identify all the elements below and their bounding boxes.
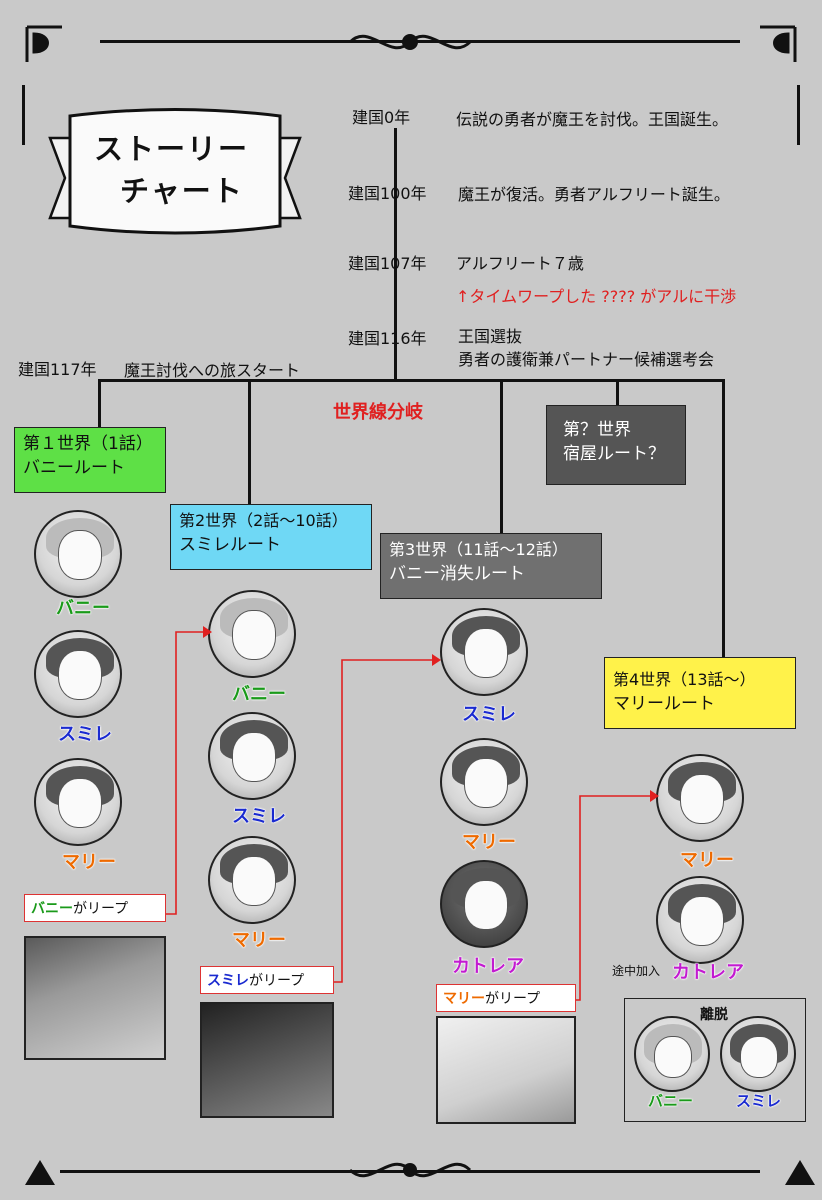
world-2-route: スミレルート	[179, 535, 281, 555]
label-bunny-w1: バニー	[56, 598, 111, 620]
branch-label: 世界線分岐	[333, 402, 423, 423]
drop-world1	[98, 379, 101, 427]
leap-label-bunny: バニーがリープ	[24, 894, 166, 922]
world-box-4: 第4世界（13話〜） マリールート	[604, 657, 796, 729]
leap-marie-name: マリー	[443, 991, 485, 1007]
world-unknown-title: 第？世界	[563, 420, 631, 440]
timeline-line	[394, 128, 397, 380]
label-sumire-w2: スミレ	[232, 806, 287, 828]
leap-sumire-name: スミレ	[207, 973, 249, 989]
world-3-route: バニー消失ルート	[389, 564, 525, 584]
leap-label-sumire: スミレがリープ	[200, 966, 334, 994]
timeline-event-3: 王国選抜	[458, 327, 523, 346]
timeline-event-1: 魔王が復活。勇者アルフリート誕生。	[458, 185, 730, 204]
portrait-bunny-w2	[208, 590, 296, 678]
world-4-route: マリールート	[613, 694, 715, 714]
timeline-event-3b: 勇者の護衛兼パートナー候補選考会	[458, 350, 715, 369]
drop-world2	[248, 379, 251, 504]
timeline-year-0: 建国0年	[352, 108, 411, 127]
page-title: ストーリー チャート	[80, 128, 270, 212]
start-event: 魔王討伐への旅スタート	[124, 361, 301, 380]
label-cattleya-w4: カトレア	[672, 962, 745, 984]
label-marie-w3: マリー	[462, 832, 517, 854]
portrait-marie-w2	[208, 836, 296, 924]
portrait-bunny-w1	[34, 510, 122, 598]
portrait-sumire-left	[720, 1016, 796, 1092]
leap-bunny-suffix: がリープ	[73, 901, 129, 917]
label-marie-w2: マリー	[232, 930, 287, 952]
portrait-cattleya-w4	[656, 876, 744, 964]
branch-line	[98, 379, 724, 382]
leap-sumire-suffix: がリープ	[249, 973, 305, 989]
leap-bunny-name: バニー	[31, 901, 73, 917]
corner-ornament-br-icon	[785, 1160, 815, 1185]
leap-panel-sumire	[200, 1002, 334, 1118]
departure-label: 離脱	[700, 1007, 728, 1023]
timeline-note: ↑タイムワープした ???? がアルに干渉	[456, 287, 737, 306]
portrait-sumire-w3	[440, 608, 528, 696]
world-3-title: 第3世界（11話〜12話）	[389, 540, 568, 559]
label-bunny-w2: バニー	[232, 684, 287, 706]
world-1-title: 第１世界（1話）	[23, 434, 153, 454]
world-4-title: 第4世界（13話〜）	[613, 670, 756, 689]
portrait-marie-w1	[34, 758, 122, 846]
timeline-year-2: 建国107年	[348, 254, 427, 273]
world-unknown-route: 宿屋ルート？	[563, 444, 665, 464]
portrait-marie-w4	[656, 754, 744, 842]
leap-panel-marie	[436, 1016, 576, 1124]
leap-panel-bunny	[24, 936, 166, 1060]
leap-arrow-2	[334, 659, 432, 983]
label-cattleya-w3: カトレア	[452, 956, 525, 978]
label-bunny-left: バニー	[648, 1092, 694, 1111]
world-1-route: バニールート	[23, 458, 125, 478]
timeline-year-3: 建国116年	[348, 329, 427, 348]
label-marie-w4: マリー	[680, 850, 735, 872]
world-box-1: 第１世界（1話） バニールート	[14, 427, 166, 493]
corner-ornament-tr-icon	[760, 25, 797, 62]
frame-top-line	[100, 40, 740, 43]
timeline-event-2: アルフリート７歳	[456, 254, 584, 273]
frame-left-line	[22, 85, 25, 145]
midway-join-label: 途中加入	[612, 964, 661, 978]
label-marie-w1: マリー	[62, 852, 117, 874]
timeline-event-0: 伝説の勇者が魔王を討伐。王国誕生。	[456, 110, 729, 129]
label-sumire-left: スミレ	[736, 1092, 782, 1111]
label-sumire-w1: スミレ	[58, 724, 113, 746]
drop-world-unknown	[616, 379, 619, 405]
corner-ornament-bl-icon	[25, 1160, 55, 1185]
drop-world3	[500, 379, 503, 533]
leap-marie-suffix: がリープ	[485, 991, 541, 1007]
start-year: 建国117年	[18, 360, 97, 379]
frame-right-line	[797, 85, 800, 145]
page-title-line2: チャート	[120, 174, 244, 208]
portrait-cattleya-w3	[440, 860, 528, 948]
corner-ornament-tl-icon	[25, 25, 62, 62]
world-box-2: 第2世界（2話〜10話） スミレルート	[170, 504, 372, 570]
timeline-year-1: 建国100年	[348, 184, 427, 203]
drop-world4	[722, 379, 725, 657]
leap-arrow-1	[166, 631, 203, 915]
leap-label-marie: マリーがリープ	[436, 984, 576, 1012]
portrait-sumire-w1	[34, 630, 122, 718]
page-title-line1: ストーリー	[94, 132, 250, 166]
frame-ornament-top-icon	[348, 34, 472, 50]
world-2-title: 第2世界（2話〜10話）	[179, 511, 348, 530]
title-banner-icon	[48, 108, 302, 235]
departure-box	[624, 998, 806, 1122]
frame-ornament-bottom-icon	[348, 1162, 472, 1178]
label-sumire-w3: スミレ	[462, 704, 517, 726]
portrait-marie-w3	[440, 738, 528, 826]
world-box-unknown: 第？世界 宿屋ルート？	[546, 405, 686, 485]
portrait-sumire-w2	[208, 712, 296, 800]
world-box-3: 第3世界（11話〜12話） バニー消失ルート	[380, 533, 602, 599]
portrait-bunny-left	[634, 1016, 710, 1092]
leap-arrow-3	[576, 795, 650, 1001]
